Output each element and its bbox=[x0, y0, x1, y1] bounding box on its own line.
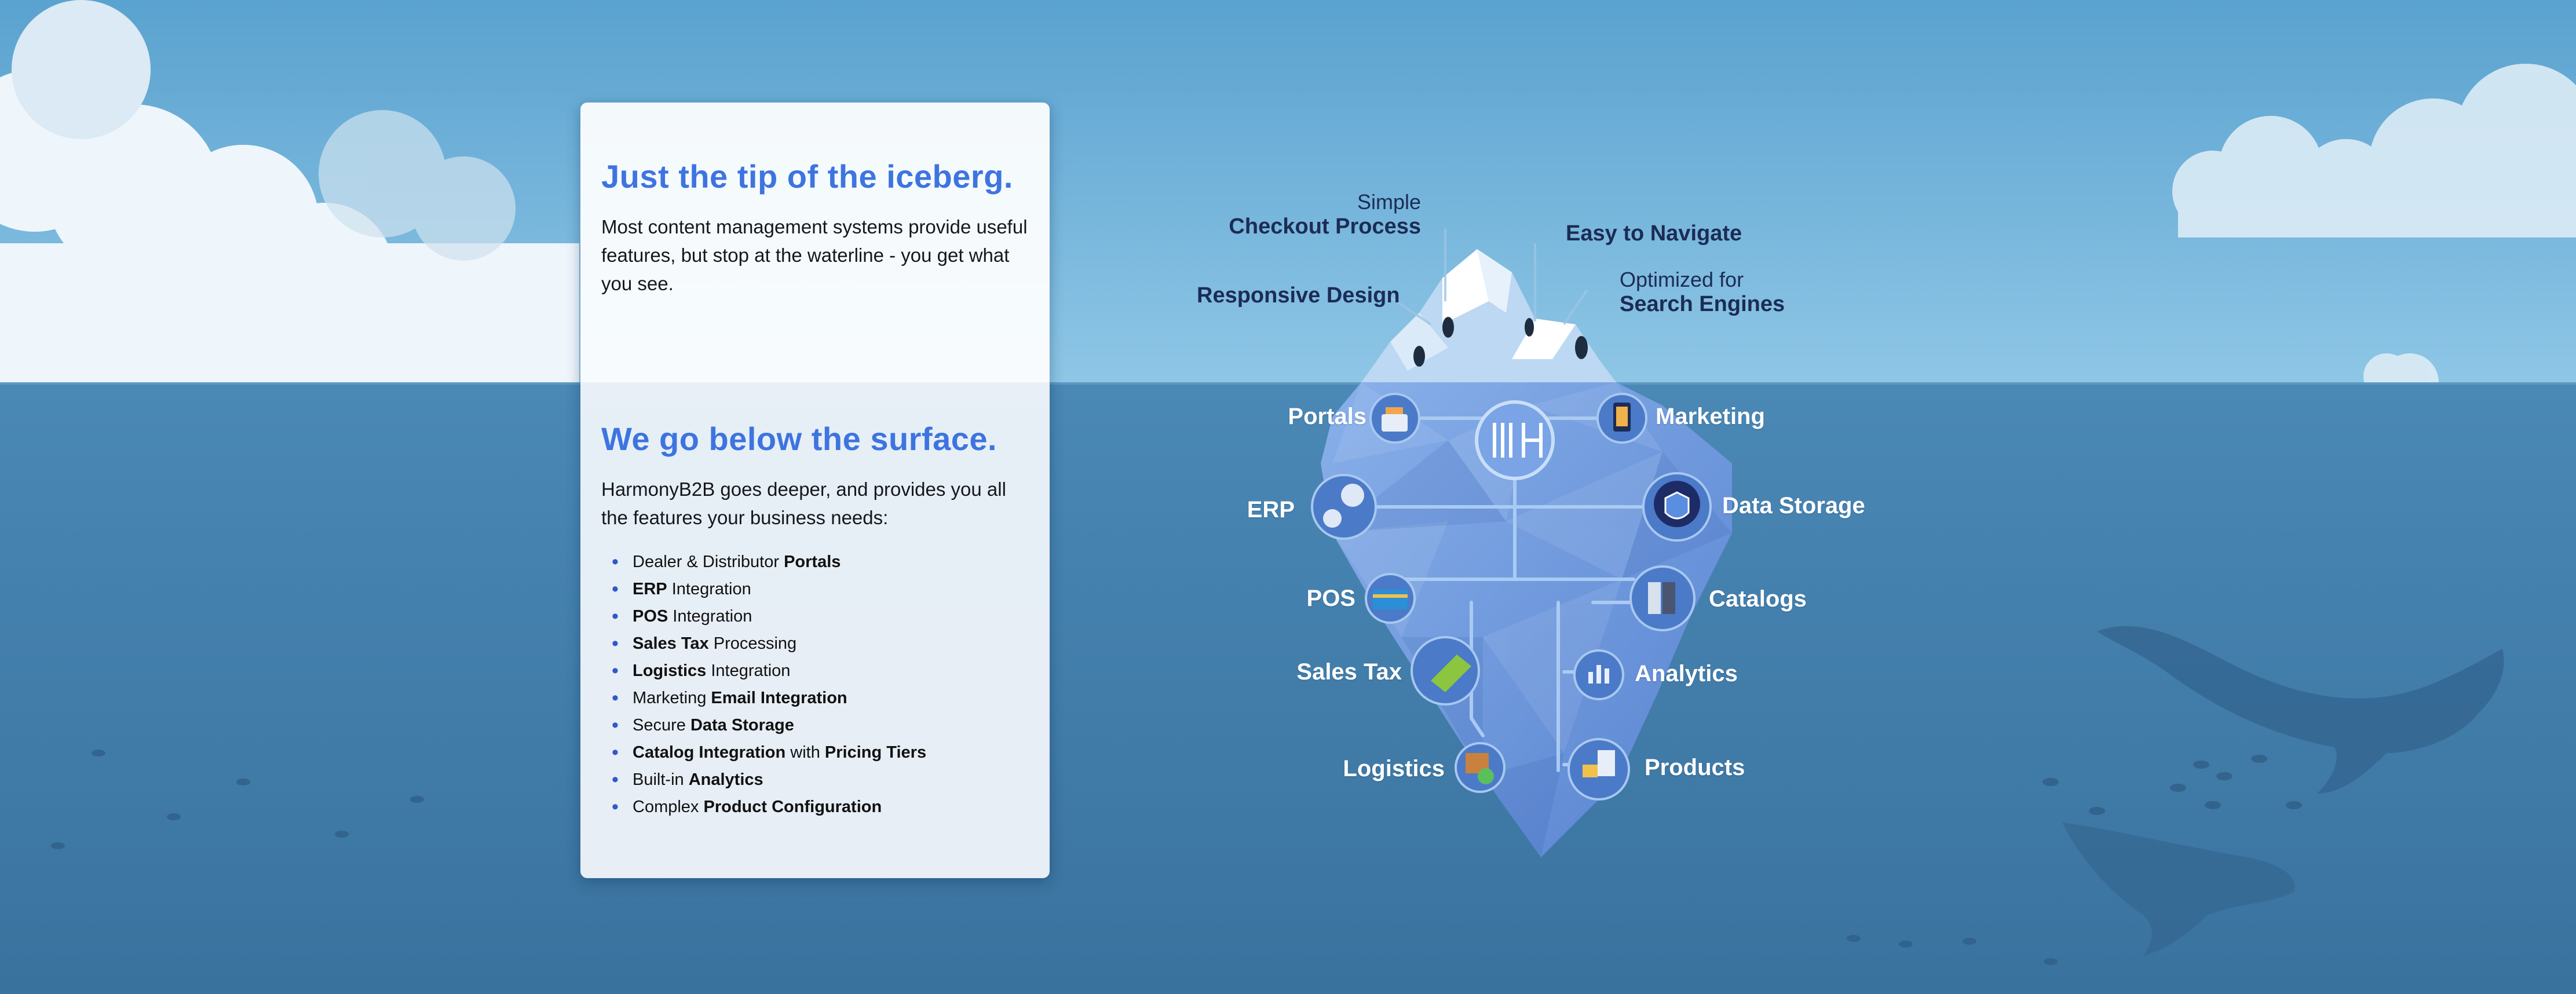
feature-item: ERP Integration bbox=[612, 576, 1040, 603]
label-catalogs: Catalogs bbox=[1709, 586, 1807, 612]
feature-item: Dealer & Distributor Portals bbox=[612, 549, 1040, 576]
feature-item: Built-in Analytics bbox=[612, 766, 1040, 794]
feature-item: Complex Product Configuration bbox=[612, 794, 1040, 821]
feature-item: Secure Data Storage bbox=[612, 712, 1040, 739]
text-below: HarmonyB2B goes deeper, and provides you… bbox=[601, 478, 1006, 528]
penguins bbox=[1413, 317, 1588, 367]
callout-lines bbox=[1386, 229, 1588, 326]
label-products: Products bbox=[1645, 755, 1745, 780]
credit-card-icon bbox=[1365, 573, 1416, 624]
label-seo: Optimized for Search Engines bbox=[1620, 268, 1785, 316]
bar-chart-icon bbox=[1573, 649, 1624, 700]
label-logistics: Logistics bbox=[1343, 756, 1445, 781]
label-erp: ERP bbox=[1247, 497, 1295, 522]
card-above-water: Just the tip of the iceberg. Most conten… bbox=[580, 103, 1050, 382]
label-sales-tax: Sales Tax bbox=[1296, 659, 1402, 685]
clouds-left-shadow bbox=[319, 110, 516, 261]
fish-school bbox=[51, 750, 2302, 965]
label-pos: POS bbox=[1306, 586, 1355, 611]
label-analytics: Analytics bbox=[1635, 661, 1738, 686]
cloud-shield-icon bbox=[1642, 472, 1712, 542]
label-navigate: Easy to Navigate bbox=[1566, 221, 1742, 246]
label-marketing: Marketing bbox=[1656, 404, 1765, 429]
label-responsive: Responsive Design bbox=[1197, 283, 1400, 308]
price-tag-icon bbox=[1411, 636, 1480, 706]
clouds-left bbox=[0, 0, 579, 400]
text-tip: Most content management systems provide … bbox=[601, 216, 1028, 294]
label-data-storage: Data Storage bbox=[1722, 493, 1865, 518]
catalog-icon bbox=[1629, 565, 1696, 631]
package-icon bbox=[1455, 742, 1506, 793]
feature-item: Marketing Email Integration bbox=[612, 685, 1040, 712]
feature-item: Catalog Integration with Pricing Tiers bbox=[612, 739, 1040, 766]
feature-item: Logistics Integration bbox=[612, 657, 1040, 685]
feature-list: Dealer & Distributor Portals ERP Integra… bbox=[612, 549, 1040, 821]
heading-below: We go below the surface. bbox=[601, 421, 997, 457]
tablet-icon bbox=[1596, 393, 1647, 444]
clouds-right bbox=[2172, 64, 2576, 411]
feature-item: POS Integration bbox=[612, 603, 1040, 630]
heading-tip: Just the tip of the iceberg. bbox=[601, 158, 1013, 195]
info-card: Just the tip of the iceberg. Most conten… bbox=[580, 103, 1050, 878]
whale-silhouette bbox=[2062, 626, 2504, 956]
iceberg-tip bbox=[1361, 249, 1616, 382]
label-portals: Portals bbox=[1288, 404, 1366, 429]
products-icon bbox=[1567, 738, 1630, 801]
harmony-logo-icon bbox=[1475, 400, 1555, 480]
label-checkout: Simple Checkout Process bbox=[1229, 190, 1421, 239]
feature-item: Sales Tax Processing bbox=[612, 630, 1040, 657]
storefront-icon bbox=[1369, 393, 1420, 444]
gears-icon bbox=[1311, 474, 1377, 540]
